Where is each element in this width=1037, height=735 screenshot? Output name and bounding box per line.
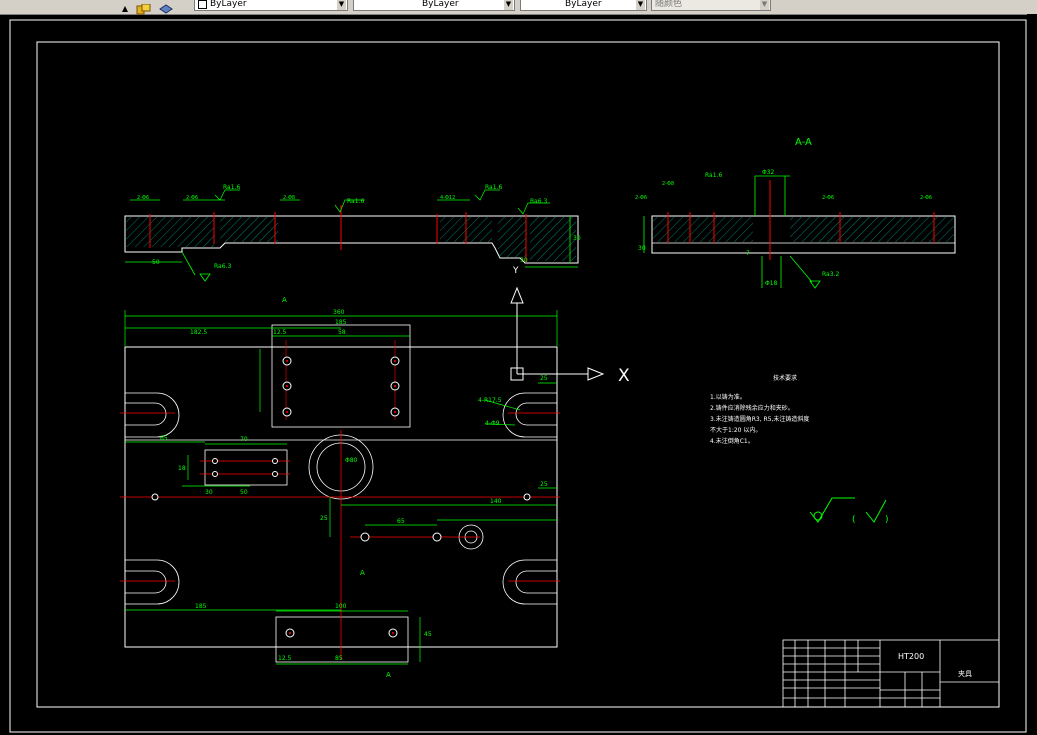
vertical-scrollbar[interactable] — [1027, 14, 1037, 735]
layer-state-icon[interactable] — [118, 0, 132, 12]
chevron-down-icon[interactable]: ▼ — [337, 0, 346, 10]
dim-30b: 30 — [520, 257, 528, 264]
ra-16a: Ra1.6 — [223, 184, 240, 191]
axis-y-label: Y — [512, 266, 519, 276]
plotstyle-value: 随颜色 — [655, 0, 683, 9]
ra-63a: Ra6.3 — [214, 263, 231, 270]
dim-25: 25 — [540, 375, 548, 382]
dim-45: 45 — [424, 631, 432, 638]
svg-text:): ) — [885, 515, 889, 525]
plan-view: 360 185 182.5 12.5 58 25 4-R17.5 4-Φ9 65… — [120, 296, 560, 679]
paper-border — [9, 19, 1027, 733]
axis-x-label: X — [618, 366, 630, 386]
lineweight-value: ByLayer — [422, 0, 459, 9]
ra-16d: Ra1.6 — [705, 172, 722, 179]
dim-4r: 4-R17.5 — [478, 397, 502, 404]
phi-18: Φ18 — [765, 280, 778, 287]
color-swatch-icon — [198, 0, 207, 9]
dim-30: 30 — [573, 235, 581, 242]
dim-70: 70 — [240, 436, 248, 443]
part-name-cell: 夹具 — [958, 669, 972, 678]
callout-2: 2-Φ6 — [186, 195, 198, 201]
ra-16c: Ra1.6 — [485, 184, 502, 191]
layer-manager-icon[interactable] — [136, 0, 151, 15]
roughness-symbol: ( ) — [809, 497, 889, 525]
callout-7: 2-Φ6 — [920, 195, 932, 201]
layer-previous-icon[interactable] — [158, 0, 173, 14]
dim-185b: 185 — [195, 603, 207, 610]
tech-note-4: 不大于1:20 以内。 — [710, 426, 761, 434]
callout-1: 2-Φ6 — [137, 195, 149, 201]
plotstyle-combo[interactable]: 随颜色 ▼ — [651, 0, 771, 11]
dim-185: 185 — [335, 319, 347, 326]
callout-5: 2-Φ8 — [662, 181, 674, 187]
ra-63b: Ra6.3 — [530, 198, 547, 205]
ra-32: Ra3.2 — [822, 271, 839, 278]
ra-16b: Ra1.6 — [347, 198, 364, 205]
dim-85: 85 — [335, 655, 343, 662]
lineweight-combo[interactable]: ByLayer ▼ — [353, 0, 515, 11]
dim-4a: 4-Φ9 — [485, 420, 500, 427]
tech-note-5: 4.未注倒角C1。 — [710, 437, 754, 445]
ucs-icon: X Y — [510, 266, 630, 386]
dim-50: 50 — [240, 489, 248, 496]
callout-3: 2-Φ8 — [283, 195, 295, 201]
color-value: ByLayer — [565, 0, 602, 9]
phi-32: Φ32 — [762, 169, 775, 176]
dim-7: 7 — [746, 250, 750, 257]
linetype-combo[interactable]: ByLayer ▼ — [194, 0, 348, 11]
dim-360: 360 — [333, 309, 345, 316]
dim-50: 50 — [152, 259, 160, 266]
dim-65b: 65 — [397, 518, 405, 525]
title-block: HT200 夹具 — [782, 639, 1000, 708]
dim-65: 65 — [160, 435, 168, 442]
callout-6: 2-Φ6 — [822, 195, 834, 201]
dim-100: 100 — [335, 603, 347, 610]
dim-25c: 25 — [540, 481, 548, 488]
properties-toolbar: ByLayer ▼ ByLayer ▼ ByLayer ▼ 随颜色 ▼ — [0, 0, 1037, 15]
dim-12-5: 12.5 — [273, 329, 287, 336]
material-cell: HT200 — [898, 652, 924, 661]
dim-58: 58 — [338, 329, 346, 336]
top-section-view: 50 Ra6.3 30 30 2-Φ6 2-Φ6 2-Φ8 4-Φ12 Ra1.… — [124, 184, 581, 282]
chevron-down-icon[interactable]: ▼ — [636, 0, 645, 10]
dim-18: 18 — [178, 465, 186, 472]
drawing-frame — [36, 41, 1000, 708]
technical-requirements: 技术要求 1.以铸为准。 2.铸件应消除残余应力和夹砂。 3.未注铸造圆角R3,… — [710, 374, 809, 445]
section-view-aa: A-A 30 Φ32 Φ18 7 Ra3.2 2-Φ8 Ra1.6 2-Φ6 2… — [635, 137, 956, 289]
tech-note-3: 3.未注铸造圆角R3, R5,未注铸造斜度 — [710, 415, 809, 423]
dim-12-5b: 12.5 — [278, 655, 292, 662]
callout-4: 4-Φ12 — [440, 195, 455, 201]
sec-mark-3: A — [386, 671, 391, 679]
dim-30d: 30 — [638, 245, 646, 252]
dim-30: 30 — [205, 489, 213, 496]
linetype-value: ByLayer — [210, 0, 247, 9]
dim-182-5: 182.5 — [190, 329, 207, 336]
color-combo[interactable]: ByLayer ▼ — [520, 0, 647, 11]
callout-8: 2-Φ6 — [635, 195, 647, 201]
drawing-canvas[interactable]: 50 Ra6.3 30 30 2-Φ6 2-Φ6 2-Φ8 4-Φ12 Ra1.… — [0, 14, 1037, 735]
chevron-down-icon[interactable]: ▼ — [760, 0, 769, 10]
sec-mark-2: A — [360, 569, 365, 577]
svg-text:(: ( — [852, 515, 856, 525]
chevron-down-icon[interactable]: ▼ — [504, 0, 513, 10]
dim-140: 140 — [490, 498, 502, 505]
section-label: A-A — [795, 137, 812, 148]
dim-25b: 25 — [320, 515, 328, 522]
sec-mark-1: A — [282, 296, 287, 304]
tech-note-2: 2.铸件应消除残余应力和夹砂。 — [710, 404, 794, 412]
dim-phi80: Φ80 — [345, 457, 358, 464]
tech-title: 技术要求 — [773, 374, 797, 382]
tech-note-1: 1.以铸为准。 — [710, 393, 746, 401]
